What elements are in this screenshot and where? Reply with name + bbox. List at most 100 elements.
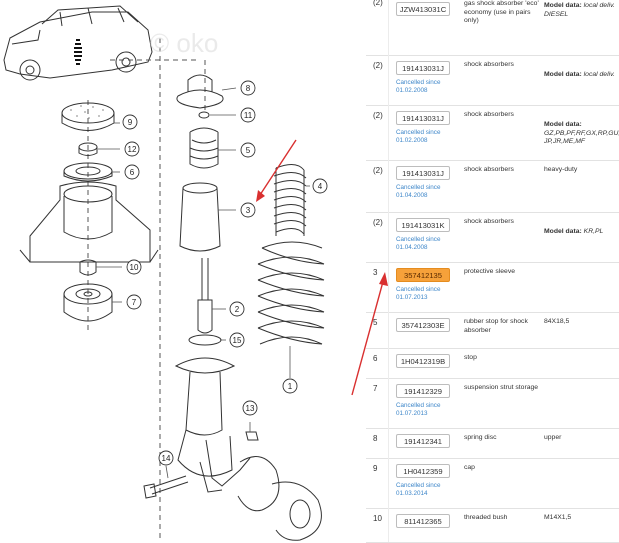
part-number-button[interactable]: 191412341 xyxy=(396,434,450,448)
part-number-button[interactable]: 191413031K xyxy=(396,218,450,232)
part-description: shock absorbers xyxy=(464,218,514,225)
model-note: Model data: local deliv. xyxy=(544,71,615,78)
callout-8[interactable]: 8 xyxy=(240,80,256,96)
position-number: (2) xyxy=(373,61,383,70)
part-description: shock absorbers xyxy=(464,111,514,118)
part-nut-13 xyxy=(245,431,259,441)
model-note: heavy-duty xyxy=(544,166,578,173)
part-rubber-stop xyxy=(189,127,219,169)
position-number: 10 xyxy=(373,514,382,523)
position-number: 6 xyxy=(373,354,378,363)
part-bolt xyxy=(143,475,189,499)
watermark: © oko xyxy=(150,28,218,58)
red-annotation-arrow-diagram xyxy=(256,139,297,202)
position-number: 5 xyxy=(373,318,378,327)
parts-row: 8 191412341 spring disc upper xyxy=(366,428,619,459)
callout-6[interactable]: 6 xyxy=(124,164,140,180)
callout-label: 15 xyxy=(233,336,242,345)
callout-label: 5 xyxy=(246,146,251,155)
part-nut xyxy=(78,142,98,156)
part-coil-spring xyxy=(257,241,325,345)
part-number-button[interactable]: 811412365 xyxy=(396,514,450,528)
callout-12[interactable]: 12 xyxy=(124,141,140,157)
part-number-button[interactable]: 357412135 xyxy=(396,268,450,282)
part-bush xyxy=(198,111,210,119)
part-description: shock absorbers xyxy=(464,61,514,68)
parts-row: 6 1H0412319B stop xyxy=(366,348,619,379)
callout-label: 13 xyxy=(246,404,255,413)
part-number-button[interactable]: 191413031J xyxy=(396,166,450,180)
callout-13[interactable]: 13 xyxy=(242,400,258,416)
body-mount xyxy=(19,181,159,263)
callout-15[interactable]: 15 xyxy=(229,332,245,348)
callout-9[interactable]: 9 xyxy=(122,114,138,130)
part-description: suspension strut storage xyxy=(464,384,539,391)
part-number-button[interactable]: 357412303E xyxy=(396,318,450,332)
column-divider xyxy=(388,262,389,312)
part-bellows xyxy=(273,164,307,236)
callout-14[interactable]: 14 xyxy=(158,450,174,466)
part-description: stop xyxy=(464,354,477,361)
callout-label: 12 xyxy=(128,145,137,154)
column-divider xyxy=(388,105,389,160)
model-note: upper xyxy=(544,434,562,441)
position-number: (2) xyxy=(373,166,383,175)
column-divider xyxy=(388,212,389,262)
part-description: gas shock absorber 'eco' economy (use in… xyxy=(464,0,539,25)
column-divider xyxy=(388,508,389,542)
part-description: protective sleeve xyxy=(464,268,516,275)
part-strut-mount xyxy=(63,283,113,322)
part-spring-disc xyxy=(176,74,224,109)
model-note: 84X18,5 xyxy=(544,318,570,325)
red-annotation-arrow-table xyxy=(351,272,388,396)
callout-7[interactable]: 7 xyxy=(126,294,142,310)
part-number-button[interactable]: JZW413031C xyxy=(396,2,450,16)
column-divider xyxy=(388,312,389,348)
position-number: (2) xyxy=(373,111,383,120)
column-divider xyxy=(388,458,389,508)
column-divider xyxy=(388,378,389,428)
part-description: threaded bush xyxy=(464,514,508,521)
callout-5[interactable]: 5 xyxy=(240,142,256,158)
parts-list: (2) JZW413031C gas shock absorber 'eco' ec… xyxy=(366,0,619,543)
column-divider xyxy=(388,428,389,458)
part-description: shock absorbers xyxy=(464,166,514,173)
column-divider xyxy=(388,160,389,212)
callout-label: 9 xyxy=(128,118,133,127)
part-threaded-bush xyxy=(79,259,97,276)
callout-10[interactable]: 10 xyxy=(126,259,142,275)
part-number-button[interactable]: 191413031J xyxy=(396,61,450,75)
callout-label: 6 xyxy=(130,168,135,177)
part-number-button[interactable]: 1H0412319B xyxy=(396,354,450,368)
position-number: (2) xyxy=(373,218,383,227)
callout-2[interactable]: 2 xyxy=(229,301,245,317)
part-description: spring disc xyxy=(464,434,497,441)
callout-3[interactable]: 3 xyxy=(240,202,256,218)
column-divider xyxy=(388,348,389,378)
part-number-button[interactable]: 191412329 xyxy=(396,384,450,398)
position-number: 8 xyxy=(373,434,378,443)
callout-label: 11 xyxy=(244,111,253,120)
callout-1[interactable]: 1 xyxy=(282,378,298,394)
callout-4[interactable]: 4 xyxy=(312,178,328,194)
part-number-button[interactable]: 1H0412359 xyxy=(396,464,450,478)
callout-label: 2 xyxy=(235,305,240,314)
position-number: 3 xyxy=(373,268,378,277)
callout-label: 7 xyxy=(132,298,137,307)
part-number-button[interactable]: 191413031J xyxy=(396,111,450,125)
callout-11[interactable]: 11 xyxy=(240,107,256,123)
